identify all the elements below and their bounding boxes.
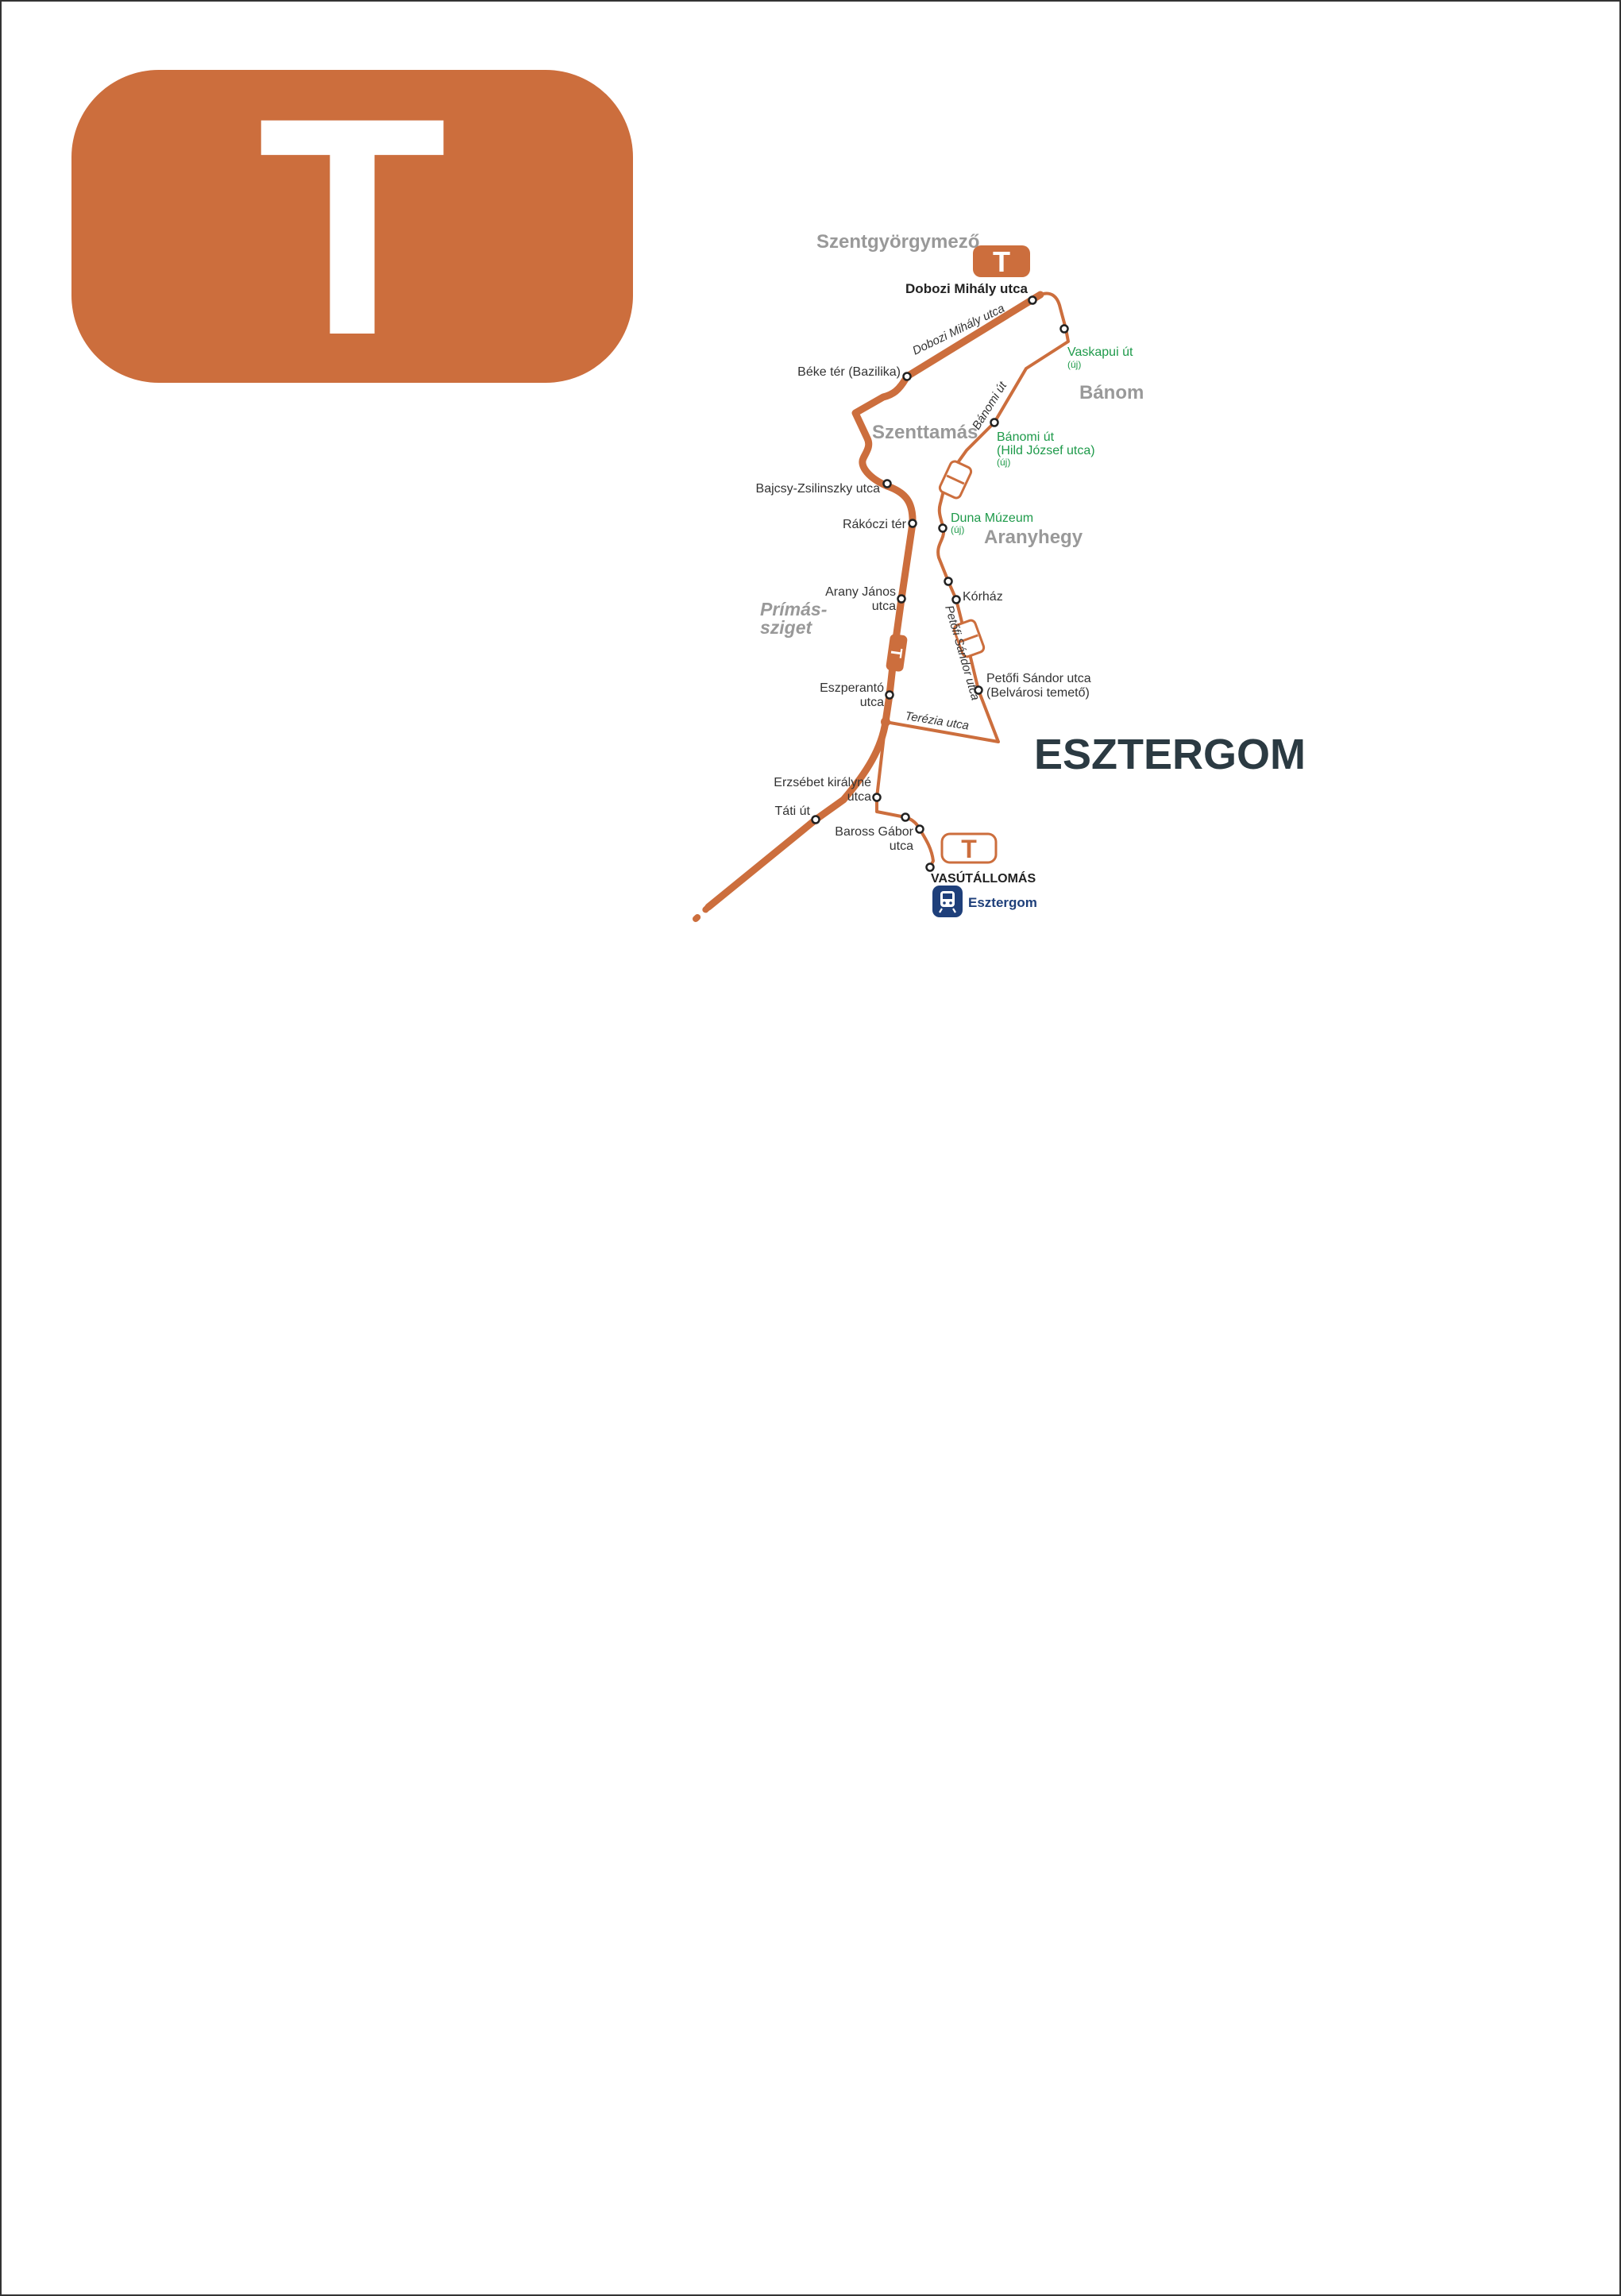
label-erzsebet-2: utca bbox=[847, 790, 871, 804]
label-eszperanto-2: utca bbox=[860, 696, 884, 709]
stop-korhaz-1 bbox=[944, 577, 953, 586]
stop-baross-2 bbox=[915, 824, 924, 834]
rail-station-label: Esztergom bbox=[968, 895, 1037, 910]
line-t-marker: T bbox=[886, 634, 908, 672]
stop-bajcsy bbox=[882, 479, 892, 488]
label-korhaz: Kórház bbox=[963, 590, 1003, 604]
label-vasut: VASÚTÁLLOMÁS bbox=[931, 870, 1036, 886]
label-baross-2: utca bbox=[890, 839, 913, 853]
label-tati: Táti út bbox=[775, 805, 811, 818]
district-aranyhegy: Aranyhegy bbox=[984, 527, 1083, 548]
terminal-badge-north: T bbox=[973, 245, 1030, 278]
district-banom: Bánom bbox=[1079, 382, 1144, 403]
label-baross-1: Baross Gábor bbox=[835, 825, 913, 839]
loop-line bbox=[884, 291, 1070, 743]
label-banomi-note: (új) bbox=[997, 457, 1010, 468]
route-badge: T bbox=[71, 70, 633, 383]
stop-erzsebet bbox=[872, 793, 882, 802]
label-banomi-1: Bánomi út bbox=[997, 430, 1055, 444]
stop-eszperanto bbox=[885, 690, 894, 700]
label-vaskapui: Vaskapui út bbox=[1067, 345, 1133, 359]
district-primas-2: sziget bbox=[760, 617, 813, 638]
stop-dobozi bbox=[1028, 295, 1037, 305]
stop-petofi bbox=[974, 685, 983, 695]
stop-duna bbox=[938, 523, 948, 533]
route-badge-letter: T bbox=[257, 53, 447, 399]
main-line-continuation bbox=[693, 904, 712, 922]
district-szenttamas: Szenttamás bbox=[872, 422, 978, 443]
label-arany-1: Arany János bbox=[825, 585, 896, 599]
stop-rakoczi bbox=[908, 519, 917, 528]
stop-banomi bbox=[990, 418, 999, 427]
label-beke: Béke tér (Bazilika) bbox=[797, 365, 901, 379]
direction-marker bbox=[952, 619, 986, 658]
label-arany-2: utca bbox=[872, 600, 896, 613]
label-eszperanto-1: Eszperantó bbox=[820, 681, 884, 695]
label-duna-note: (új) bbox=[951, 524, 964, 535]
svg-text:T: T bbox=[886, 646, 905, 658]
city-label: ESZTERGOM bbox=[1034, 731, 1306, 778]
label-duna: Duna Múzeum bbox=[951, 511, 1033, 525]
street-dobozi: Dobozi Mihály utca bbox=[910, 302, 1006, 358]
label-petofi-1: Petőfi Sándor utca bbox=[986, 672, 1091, 685]
stop-tati bbox=[811, 815, 820, 824]
label-petofi-2: (Belvárosi temető) bbox=[986, 686, 1090, 700]
stop-vasut bbox=[925, 862, 935, 872]
svg-text:T: T bbox=[993, 245, 1010, 278]
terminal-badge-station: T bbox=[940, 832, 998, 864]
label-dobozi: Dobozi Mihály utca bbox=[905, 281, 1029, 296]
stop-beke bbox=[902, 372, 912, 381]
label-bajcsy: Bajcsy-Zsilinszky utca bbox=[756, 482, 881, 496]
stop-korhaz-2 bbox=[951, 595, 961, 604]
stop-vaskapui bbox=[1059, 324, 1069, 334]
street-terezia: Terézia utca bbox=[904, 709, 970, 732]
label-vaskapui-note: (új) bbox=[1067, 359, 1081, 370]
stop-arany bbox=[897, 594, 906, 604]
label-rakoczi: Rákóczi tér bbox=[843, 518, 907, 531]
district-primas-1: Prímás- bbox=[760, 599, 827, 619]
train-icon bbox=[932, 886, 963, 917]
label-erzsebet-1: Erzsébet királyné bbox=[774, 776, 871, 789]
direction-marker bbox=[938, 460, 973, 500]
svg-text:T: T bbox=[961, 835, 977, 863]
district-szentgyorgymezo: Szentgyörgymező bbox=[816, 231, 979, 253]
label-banomi-2: (Hild József utca) bbox=[997, 444, 1095, 457]
junction-dot bbox=[881, 717, 890, 727]
stop-baross-1 bbox=[901, 812, 910, 822]
